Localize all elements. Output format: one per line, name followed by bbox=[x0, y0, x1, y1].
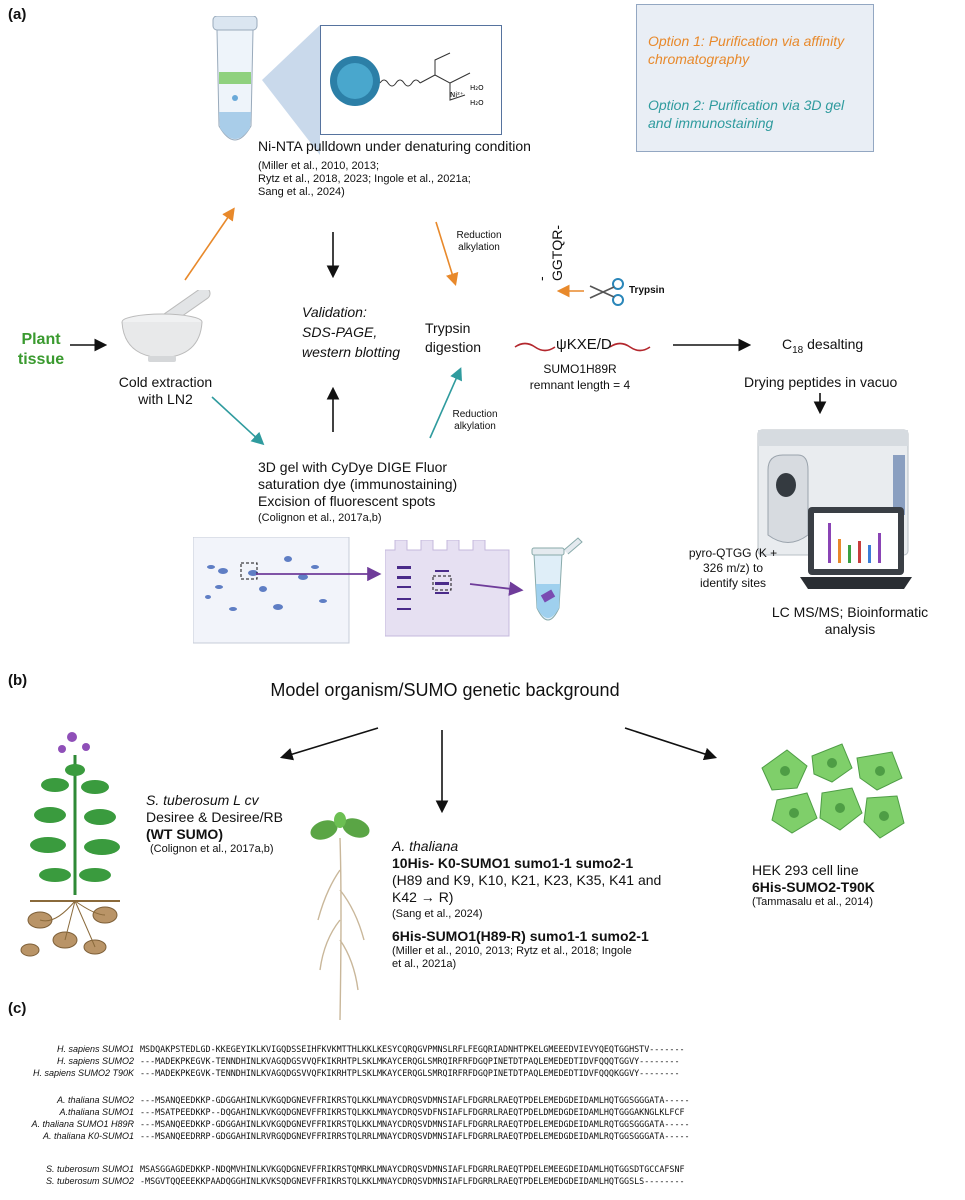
ni-nta-label: Ni-NTA pulldown under denaturing conditi… bbox=[258, 138, 531, 154]
mortar-pestle-icon bbox=[121, 290, 211, 362]
trypsin-label: Trypsin bbox=[629, 285, 665, 296]
sumo-mutant-label: SUMO1H89R bbox=[543, 362, 617, 376]
potato-plant-icon bbox=[20, 732, 120, 957]
zoom-callout bbox=[262, 25, 320, 155]
potato-line1: S. tuberosum L cv bbox=[146, 792, 259, 808]
arabidopsis-seedling-icon bbox=[310, 812, 370, 1021]
arabidopsis-line1-detail: (H89 and K9, K10, K21, K23, K35, K41 and… bbox=[392, 872, 662, 905]
peptide-tag: -GGTQR- bbox=[533, 225, 565, 281]
arabidopsis-line1: 10His- K0-SUMO1 sumo1-1 sumo2-1 bbox=[392, 855, 634, 871]
seq-name: A. thaliana SUMO1 H89R bbox=[31, 1119, 134, 1129]
tube-icon bbox=[212, 16, 258, 141]
svg-text:H₂O: H₂O bbox=[470, 84, 484, 92]
reduction-alkylation-bottom: Reduction alkylation bbox=[452, 409, 498, 432]
arabidopsis-name: A. thaliana bbox=[392, 838, 459, 854]
gel3d-ref: (Colignon et al., 2017a,b) bbox=[258, 512, 382, 524]
trypsin-digestion-label: Trypsin digestion bbox=[425, 320, 482, 355]
panel-c-label: (c) bbox=[8, 1000, 27, 1017]
potato-line3: (WT SUMO) bbox=[146, 826, 223, 842]
seq-name: S. tuberosum SUMO2 bbox=[45, 1176, 134, 1186]
scissors-icon bbox=[589, 278, 624, 306]
svg-text:H₂O: H₂O bbox=[470, 99, 484, 107]
ni-nta-bead-icon: H₂O H₂O Ni²⁺ bbox=[330, 52, 484, 107]
c18-label: C18 desalting bbox=[782, 336, 864, 356]
seq-row: ---MSANQEEDKKP-GDGGAHINLKVKGQDGNEVFFRIKR… bbox=[140, 1095, 690, 1105]
seq-name: A.thaliana SUMO1 bbox=[59, 1107, 134, 1117]
panel-a-label: (a) bbox=[8, 6, 27, 23]
plant-tissue-label: Plant tissue bbox=[17, 331, 65, 368]
hek-ref: (Tammasalu et al., 2014) bbox=[752, 896, 874, 908]
excision-arrows bbox=[256, 566, 524, 596]
seq-row: MSASGGAGDEDKKP-NDQMVHINLKVKGQDGNEVFFRIKR… bbox=[140, 1164, 685, 1174]
seq-row: -MSGVTQQEEEKKPAADQGGHINLKVKSQDGNEVFFRIKR… bbox=[140, 1176, 685, 1186]
seq-row: MSDQAKPSTEDLGD-KKEGEYIKLKVIGQDSSEIHFKVKM… bbox=[140, 1044, 685, 1054]
arabidopsis-line2-ref: (Miller et al., 2010, 2013; Rytz et al.,… bbox=[392, 945, 632, 970]
hek-line2: 6His-SUMO2-T90K bbox=[752, 879, 875, 895]
motif-label: ψKXE/D bbox=[556, 336, 612, 353]
seq-row: ---MADEKPKEGVK-TENNDHINLKVAGQDGSVVQFKIKR… bbox=[140, 1068, 680, 1078]
seq-name: S. tuberosum SUMO1 bbox=[45, 1164, 134, 1174]
svg-text:Ni²⁺: Ni²⁺ bbox=[450, 91, 464, 99]
ni-nta-ref-2: Rytz et al., 2018, 2023; Ingole et al., … bbox=[258, 173, 471, 185]
hek-cells-icon bbox=[761, 743, 905, 839]
seq-name: H. sapiens SUMO2 bbox=[56, 1056, 134, 1066]
eppendorf-tube-icon bbox=[531, 537, 583, 621]
seq-row: ---MSATPEEDKKP--DQGAHINLKVKGQDGNEVFFRIKR… bbox=[140, 1107, 685, 1117]
legend-option1: Option 1: Purification via affinity chro… bbox=[648, 33, 845, 67]
1d-gel-image bbox=[385, 540, 510, 637]
validation-label: Validation: SDS-PAGE, western blotting bbox=[302, 304, 401, 360]
panel-b-label: (b) bbox=[8, 672, 28, 689]
pyro-label: pyro-QTGG (K + 326 m/z) to identify site… bbox=[688, 546, 778, 590]
arabidopsis-line2: 6His-SUMO1(H89-R) sumo1-1 sumo2-1 bbox=[392, 928, 649, 944]
legend-option2: Option 2: Purification via 3D gel and im… bbox=[648, 97, 845, 131]
potato-line2: Desiree & Desiree/RB bbox=[146, 809, 283, 825]
cold-extraction-label: Cold extraction with LN2 bbox=[118, 374, 213, 407]
seq-name: A. thaliana SUMO2 bbox=[56, 1095, 134, 1105]
hek-line1: HEK 293 cell line bbox=[752, 862, 859, 878]
drying-label: Drying peptides in vacuo bbox=[744, 374, 898, 390]
lcms-label: LC MS/MS; Bioinformatic analysis bbox=[771, 604, 929, 637]
organisms-title: Model organism/SUMO genetic background bbox=[270, 680, 620, 700]
ni-nta-ref-1: (Miller et al., 2010, 2013; bbox=[258, 160, 380, 172]
laptop-icon bbox=[800, 507, 912, 589]
ni-nta-ref-3: Sang et al., 2024) bbox=[258, 186, 345, 198]
seq-name: H. sapiens SUMO2 T90K bbox=[32, 1068, 134, 1078]
seq-name: H. sapiens SUMO1 bbox=[56, 1044, 134, 1054]
2d-gel-image bbox=[193, 537, 350, 644]
seq-row: ---MSANQEEDRRP-GDGGAHINLRVRGQDGNEVFFRIRR… bbox=[140, 1131, 690, 1141]
remnant-label: remnant length = 4 bbox=[529, 378, 631, 392]
potato-ref: (Colignon et al., 2017a,b) bbox=[150, 843, 274, 855]
gel3d-label: 3D gel with CyDye DIGE Fluor saturation … bbox=[258, 459, 458, 509]
arabidopsis-line1-ref: (Sang et al., 2024) bbox=[392, 908, 483, 920]
legend-box bbox=[636, 4, 874, 152]
seq-name: A. thaliana K0-SUMO1 bbox=[42, 1131, 134, 1141]
reduction-alkylation-top: Reduction alkylation bbox=[456, 230, 502, 253]
seq-row: ---MSANQEEDKKP-GDGGAHINLKVKGQDGNEVFFRIKR… bbox=[140, 1119, 690, 1129]
seq-row: ---MADEKPKEGVK-TENNDHINLKVAGQDGSVVQFKIKR… bbox=[140, 1056, 680, 1066]
